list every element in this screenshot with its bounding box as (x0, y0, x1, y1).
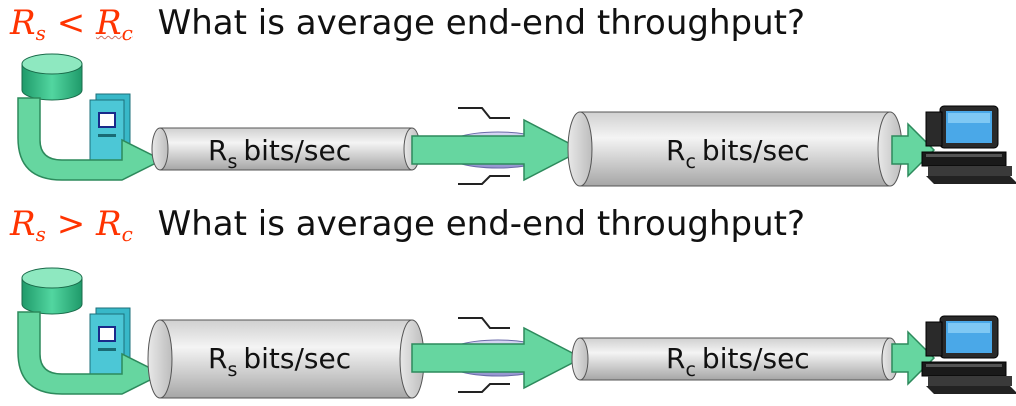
scenario-2-heading: Rs > Rc What is average end-end throughp… (10, 207, 805, 244)
database-server-icon (17, 267, 163, 395)
flow-arrow (411, 326, 584, 390)
question-2: What is average end-end throughput? (157, 204, 806, 244)
database-server-icon (17, 53, 163, 181)
flow-arrow (891, 122, 936, 178)
cond-rhs-sub: c (121, 222, 133, 246)
cond-lhs-sub: s (35, 21, 46, 45)
condition-2: Rs > Rc (10, 204, 144, 244)
client-link-pipe (567, 111, 903, 187)
cond-operator: > (56, 204, 86, 244)
client-link-pipe (571, 337, 899, 381)
client-computer-icon (921, 105, 1016, 185)
client-computer-icon (921, 315, 1016, 395)
cond-operator: < (56, 3, 86, 43)
cond-rhs: Rc (96, 3, 133, 43)
flow-arrow (411, 118, 584, 182)
cond-rhs-base: R (96, 3, 122, 43)
flow-arrow (891, 330, 936, 386)
cond-lhs-base: R (10, 3, 36, 43)
cond-lhs-base: R (10, 204, 36, 244)
scenario-1-heading: Rs < Rc What is average end-end throughp… (10, 6, 805, 43)
server-link-pipe (147, 319, 425, 399)
cond-rhs-sub: c (121, 21, 133, 45)
cond-rhs-base: R (96, 204, 122, 244)
question-1: What is average end-end throughput? (157, 3, 806, 43)
condition-1: Rs < Rc (10, 3, 144, 43)
cond-lhs-sub: s (35, 222, 46, 246)
